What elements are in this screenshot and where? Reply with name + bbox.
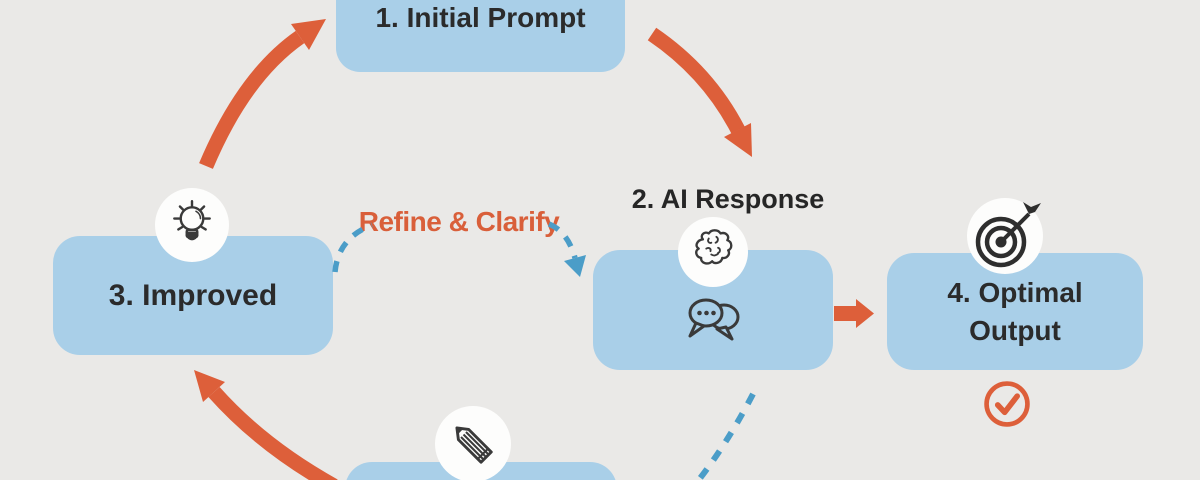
target-icon xyxy=(975,202,1041,268)
optimal-output-icon-circle xyxy=(967,198,1043,274)
arrow-ai-response-to-optimal-output-icon xyxy=(834,299,874,328)
ai-response-icon-circle xyxy=(678,217,748,287)
node-optimal-output-label-line2: Output xyxy=(969,314,1061,346)
pencil-icon xyxy=(455,426,493,464)
node-optimal-output-label: 4. Optimal Output xyxy=(947,274,1082,350)
check-circle-icon xyxy=(984,381,1030,427)
node-optimal-output-label-line1: 4. Optimal xyxy=(947,276,1083,308)
node-initial-prompt-label: 1. Initial Prompt xyxy=(375,1,586,33)
brain-icon xyxy=(695,229,733,265)
node-ai-response-label: 2. AI Response xyxy=(631,184,825,214)
chat-bubbles-icon xyxy=(688,298,740,341)
node-initial-prompt: 1. Initial Prompt xyxy=(336,0,625,72)
lightbulb-icon xyxy=(173,200,211,241)
arrow-revision-to-improved-icon xyxy=(194,370,338,480)
arrow-initial-prompt-to-ai-response-icon xyxy=(647,27,752,157)
improved-icon-circle xyxy=(155,188,229,262)
refine-clarify-label: Refine & Clarify xyxy=(358,206,560,237)
arrow-improved-to-initial-prompt-icon xyxy=(199,19,326,169)
node-improved-label: 3. Improved xyxy=(108,278,278,312)
optimal-output-check-badge xyxy=(981,378,1033,430)
dashed-ai-response-to-revision-icon xyxy=(694,392,756,480)
revision-icon-circle xyxy=(435,406,511,480)
